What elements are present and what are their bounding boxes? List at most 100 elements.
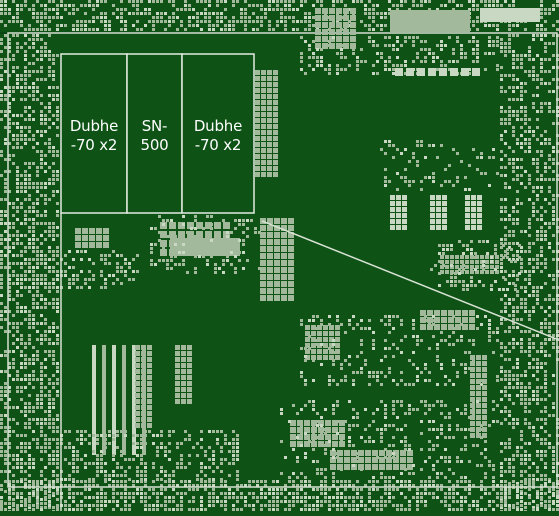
circuit-cell [264, 16, 267, 19]
circuit-cell [512, 58, 515, 61]
circuit-cell [112, 250, 115, 253]
circuit-cell [212, 24, 215, 27]
circuit-cell [36, 246, 39, 249]
circuit-cell [432, 480, 435, 483]
circuit-cell [56, 414, 59, 417]
circuit-cell [154, 227, 157, 230]
circuit-cell [20, 250, 23, 253]
circuit-cell [528, 58, 531, 61]
circuit-cell [44, 466, 47, 469]
circuit-cell [448, 456, 451, 459]
circuit-cell [120, 480, 123, 483]
circuit-cell [524, 374, 527, 377]
circuit-cell [416, 339, 419, 342]
circuit-cell [40, 382, 43, 385]
circuit-cell [482, 284, 485, 287]
circuit-cell [504, 494, 507, 497]
circuit-cell [174, 243, 177, 246]
circuit-cell [500, 484, 503, 487]
circuit-cell [316, 412, 319, 415]
circuit-cell [273, 130, 278, 135]
circuit-cell [484, 52, 487, 55]
circuit-cell [460, 56, 463, 59]
circuit-cell [524, 122, 527, 125]
circuit-cell [260, 20, 263, 23]
circuit-cell [472, 400, 475, 403]
circuit-cell [455, 255, 459, 259]
circuit-cell [8, 170, 11, 173]
circuit-cell [508, 314, 511, 317]
circuit-cell [540, 226, 543, 229]
circuit-cell [52, 258, 55, 261]
circuit-cell [390, 10, 470, 32]
circuit-cell [356, 416, 359, 419]
circuit-cell [343, 43, 349, 49]
circuit-cell [0, 258, 3, 261]
circuit-cell [322, 36, 328, 42]
circuit-cell [48, 402, 51, 405]
circuit-cell [516, 218, 519, 221]
circuit-cell [504, 490, 507, 493]
circuit-cell [452, 327, 455, 330]
circuit-cell [520, 484, 523, 487]
circuit-cell [212, 500, 215, 503]
circuit-cell [528, 362, 531, 365]
circuit-cell [24, 138, 27, 141]
circuit-cell [44, 366, 47, 369]
circuit-cell [460, 496, 463, 499]
circuit-cell [508, 484, 511, 487]
circuit-cell [204, 454, 207, 457]
circuit-cell [276, 488, 279, 491]
circuit-cell [508, 218, 511, 221]
circuit-cell [296, 484, 299, 487]
circuit-cell [28, 24, 31, 27]
circuit-cell [32, 182, 35, 185]
circuit-cell [164, 470, 167, 473]
circuit-cell [412, 351, 415, 354]
circuit-cell [28, 28, 31, 31]
circuit-cell [224, 28, 227, 31]
circuit-cell [476, 444, 479, 447]
circuit-cell [56, 338, 59, 341]
circuit-cell [216, 4, 219, 7]
circuit-cell [48, 500, 51, 503]
circuit-cell [141, 417, 146, 422]
circuit-cell [112, 458, 115, 461]
circuit-cell [40, 294, 43, 297]
circuit-cell [44, 338, 47, 341]
circuit-cell [393, 457, 399, 463]
circuit-cell [0, 62, 3, 65]
circuit-cell [512, 338, 515, 341]
circuit-cell [528, 346, 531, 349]
circuit-cell [16, 422, 19, 425]
circuit-cell [40, 402, 43, 405]
circuit-cell [194, 267, 197, 270]
circuit-cell [482, 361, 487, 366]
circuit-cell [12, 262, 15, 265]
circuit-cell [548, 42, 551, 45]
circuit-cell [540, 230, 543, 233]
circuit-cell [460, 476, 463, 479]
circuit-cell [332, 434, 338, 440]
circuit-cell [48, 16, 51, 19]
circuit-cell [372, 20, 375, 23]
circuit-cell [312, 440, 315, 443]
circuit-cell [316, 420, 319, 423]
circuit-cell [196, 24, 199, 27]
circuit-cell [228, 488, 231, 491]
circuit-cell [384, 355, 387, 358]
circuit-cell [536, 358, 539, 361]
circuit-cell [316, 315, 319, 318]
circuit-cell [536, 418, 539, 421]
circuit-cell [384, 412, 387, 415]
circuit-cell [206, 231, 209, 234]
circuit-cell [343, 8, 349, 14]
circuit-cell [84, 488, 87, 491]
circuit-cell [24, 54, 27, 57]
circuit-cell [44, 8, 47, 11]
circuit-cell [552, 24, 555, 27]
circuit-cell [16, 8, 19, 11]
circuit-cell [48, 504, 51, 507]
circuit-cell [390, 225, 395, 230]
